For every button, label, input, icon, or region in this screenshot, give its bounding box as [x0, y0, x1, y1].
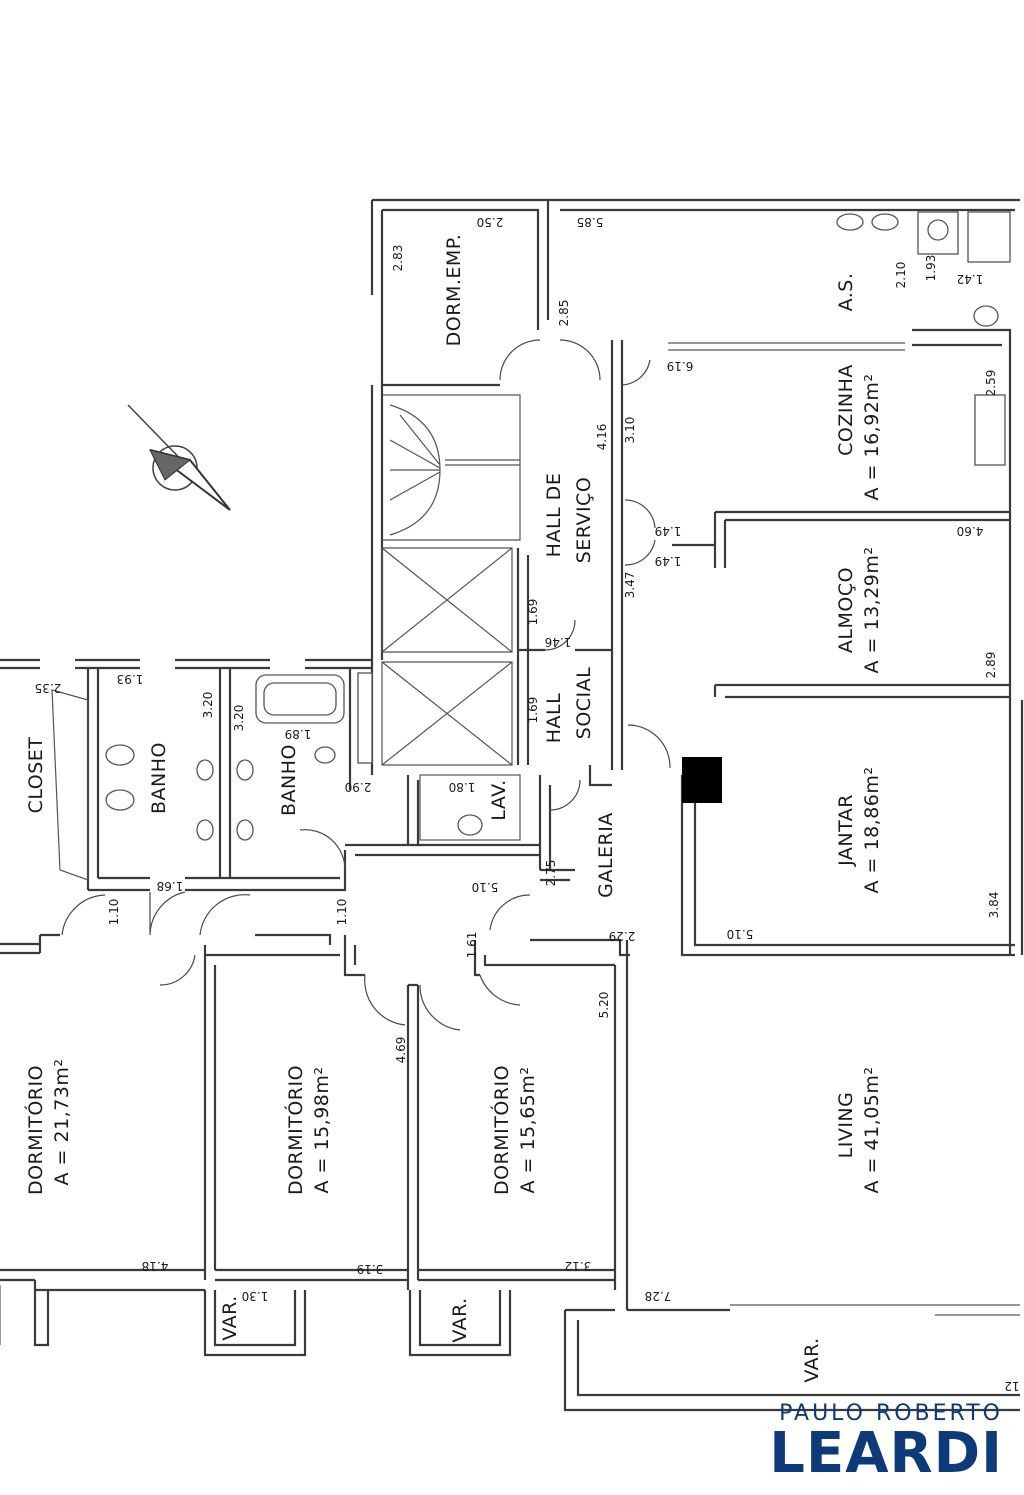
dim-3-20b: 3.20: [232, 705, 246, 732]
walls: [0, 198, 1024, 1412]
dim-6-19: 6.19: [667, 359, 694, 373]
label-cozinha: COZINHA: [835, 364, 857, 456]
label-almoco: ALMOÇO: [835, 567, 857, 653]
dim-4-16: 4.16: [595, 424, 609, 451]
brand-name-main: LEARDI: [769, 1421, 1003, 1486]
label-dorm-3: DORMITÓRIO: [489, 1065, 513, 1195]
label-closet: CLOSET: [25, 737, 47, 814]
dim-2-29: 2.29: [609, 929, 636, 943]
dim-1-69b: 1.69: [526, 697, 540, 724]
brand-name-top: PAULO ROBERTO: [779, 1401, 1003, 1426]
label-hall-social-2: SOCIAL: [573, 667, 595, 739]
dim-5-85: 5.85: [577, 215, 604, 229]
dim-1-10b: 1.10: [335, 899, 349, 926]
dim-1-93a: 1.93: [924, 255, 938, 282]
dim-5-10b: 5.10: [727, 927, 754, 941]
label-hall-social: HALL: [543, 693, 565, 743]
label-dorm-3-area: A = 15,65m²: [517, 1066, 539, 1193]
dim-3-47: 3.47: [623, 572, 637, 599]
dim-1-10a: 1.10: [107, 899, 121, 926]
north-arrow-icon: [127, 404, 231, 511]
label-jantar: JANTAR: [835, 794, 857, 867]
dim-2-75: 2.75: [544, 860, 558, 887]
label-jantar-area: A = 18,86m²: [861, 766, 883, 893]
dim-2-59: 2.59: [984, 370, 998, 397]
label-dorm-1: DORMITÓRIO: [23, 1065, 47, 1195]
dim-2-83: 2.83: [391, 245, 405, 272]
dim-3-19: 3.19: [357, 1262, 384, 1276]
column-block: [682, 757, 722, 803]
label-hall-servico-2: SERVIÇO: [573, 477, 595, 564]
dim-1-30: 1.30: [242, 1289, 269, 1303]
dim-3-20a: 3.20: [201, 692, 215, 719]
dimension-labels: 2.50 2.83 2.85 5.85 2.10 1.93 1.42 6.19 …: [35, 215, 1020, 1393]
label-var-1: VAR.: [219, 1295, 241, 1340]
dim-5-10a: 5.10: [472, 880, 499, 894]
label-dorm-2-area: A = 15,98m²: [311, 1066, 333, 1193]
dim-2-50: 2.50: [477, 215, 504, 229]
dim-1-49b: 1.49: [655, 554, 682, 568]
dim-12: 12: [1004, 1379, 1019, 1393]
label-galeria: GALERIA: [595, 812, 617, 898]
dim-3-12: 3.12: [565, 1259, 592, 1273]
doors: [61, 339, 671, 1031]
dim-2-10: 2.10: [894, 262, 908, 289]
label-dorm-emp: DORM.EMP.: [443, 234, 465, 347]
dim-1-49a: 1.49: [655, 524, 682, 538]
dim-1-89: 1.89: [285, 727, 312, 741]
dim-3-84: 3.84: [987, 892, 1001, 919]
dim-1-46: 1.46: [545, 635, 572, 649]
label-lav: LAV.: [488, 779, 510, 820]
dim-1-68: 1.68: [157, 879, 184, 893]
label-living-area: A = 41,05m²: [861, 1066, 883, 1193]
dim-3-10: 3.10: [623, 417, 637, 444]
label-banho-2: BANHO: [278, 744, 300, 816]
dim-1-69a: 1.69: [526, 599, 540, 626]
brand-logo: PAULO ROBERTO LEARDI: [769, 1401, 1003, 1486]
label-var-3: VAR.: [801, 1337, 823, 1382]
dim-1-93b: 1.93: [117, 672, 144, 686]
label-banho-1: BANHO: [148, 742, 170, 814]
dim-2-35: 2.35: [35, 681, 62, 695]
dim-4-69: 4.69: [394, 1037, 408, 1064]
dim-2-89: 2.89: [984, 652, 998, 679]
dim-1-42: 1.42: [957, 272, 984, 286]
label-living: LIVING: [835, 1092, 857, 1159]
dim-4-18: 4.18: [142, 1259, 169, 1273]
label-almoco-area: A = 13,29m²: [861, 546, 883, 673]
label-dorm-2: DORMITÓRIO: [283, 1065, 307, 1195]
dim-7-28: 7.28: [645, 1289, 672, 1303]
label-cozinha-area: A = 16,92m²: [861, 373, 883, 500]
dim-1-80: 1.80: [449, 780, 476, 794]
fixtures: [51, 211, 1011, 881]
dim-5-20: 5.20: [597, 992, 611, 1019]
label-hall-servico: HALL DE: [543, 473, 565, 558]
label-dorm-1-area: A = 21,73m²: [51, 1058, 73, 1185]
dim-2-85: 2.85: [557, 300, 571, 327]
label-var-2: VAR.: [449, 1297, 471, 1342]
label-as: A.S.: [835, 273, 857, 312]
dim-1-61: 1.61: [465, 932, 479, 959]
dim-2-90: 2.90: [345, 780, 372, 794]
dim-4-60: 4.60: [957, 524, 984, 538]
room-labels: DORM.EMP. A.S. COZINHA A = 16,92m² HALL …: [23, 234, 883, 1383]
